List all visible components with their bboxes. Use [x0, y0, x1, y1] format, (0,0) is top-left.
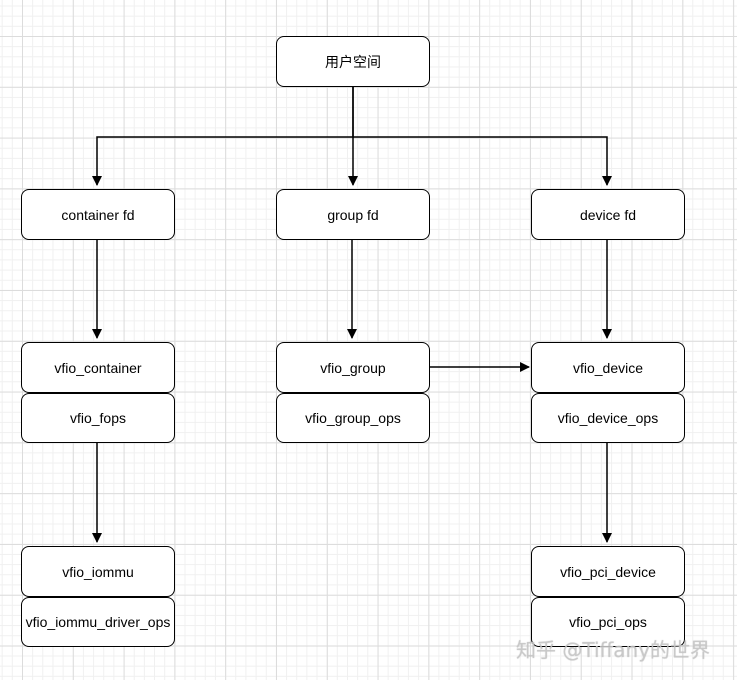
- node-vfio-iommu-driver-ops: vfio_iommu_driver_ops: [21, 597, 175, 647]
- node-vfio-device: vfio_device: [531, 342, 685, 393]
- watermark-text: 知乎 @Tiffany的世界: [516, 638, 711, 662]
- node-vfio-group-ops: vfio_group_ops: [276, 393, 430, 443]
- node-vfio-device-ops: vfio_device_ops: [531, 393, 685, 443]
- edge-user-space-to-container-fd: [92, 87, 354, 186]
- node-vfio-container: vfio_container: [21, 342, 175, 393]
- node-user-space: 用户空间: [276, 36, 430, 87]
- node-vfio-iommu: vfio_iommu: [21, 546, 175, 597]
- node-device-fd: device fd: [531, 189, 685, 240]
- node-vfio-pci-device: vfio_pci_device: [531, 546, 685, 597]
- node-container-fd: container fd: [21, 189, 175, 240]
- node-vfio-pci-ops: vfio_pci_ops: [531, 597, 685, 647]
- node-vfio-group: vfio_group: [276, 342, 430, 393]
- node-vfio-fops: vfio_fops: [21, 393, 175, 443]
- node-group-fd: group fd: [276, 189, 430, 240]
- edge-user-space-to-device-fd: [353, 136, 612, 186]
